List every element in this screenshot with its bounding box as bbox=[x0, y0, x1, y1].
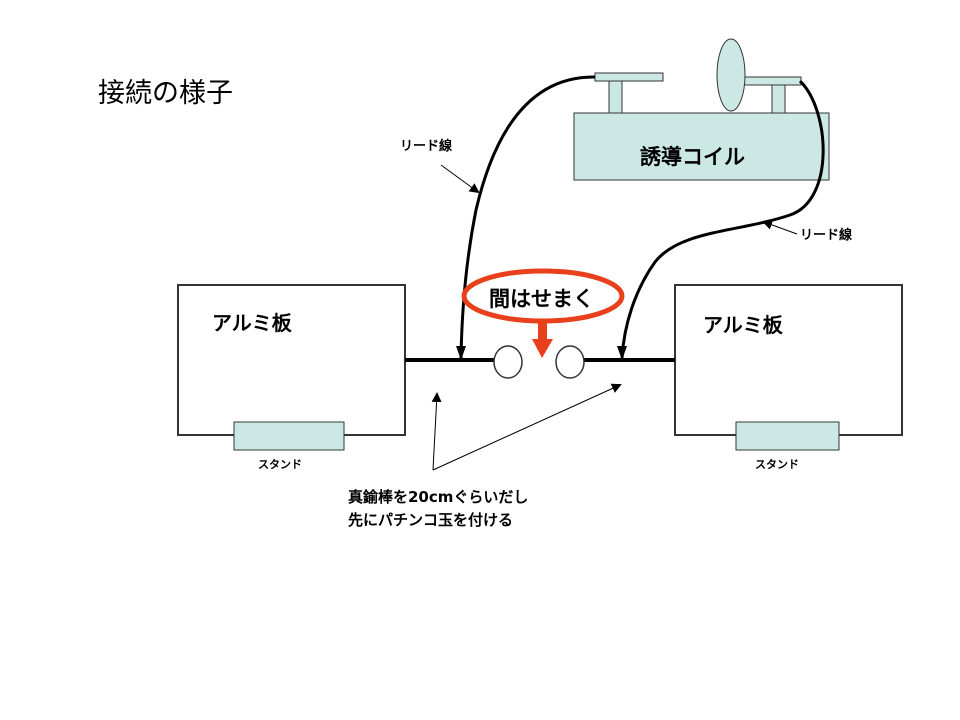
lead-wire-label-left: リード線 bbox=[400, 138, 453, 154]
aluminum-plate-right bbox=[674, 284, 903, 436]
lead-wire-label-right: リード線 bbox=[800, 227, 853, 243]
note-pointer-left bbox=[431, 392, 442, 471]
aluminum-plate-left bbox=[177, 284, 406, 436]
note-line-2: 先にパチンコ玉を付ける bbox=[348, 511, 513, 529]
left-terminal-bar bbox=[594, 72, 664, 82]
stand-left-label: スタンド bbox=[258, 458, 302, 471]
induction-coil-label: 誘導コイル bbox=[640, 145, 745, 169]
gap-arrow-shaft bbox=[538, 322, 547, 340]
note-pointer-right bbox=[432, 383, 622, 471]
induction-coil-box bbox=[573, 112, 830, 181]
right-terminal-bar bbox=[743, 76, 802, 86]
lead-wire-right bbox=[620, 79, 825, 359]
aluminum-plate-left-label: アルミ板 bbox=[212, 311, 293, 335]
page-title: 接続の様子 bbox=[98, 78, 233, 109]
lead-wire-pointer-left bbox=[440, 164, 480, 194]
spark-gap-disc bbox=[716, 38, 746, 112]
lead-wire-right-arrowhead bbox=[617, 346, 627, 360]
pachinko-ball-right bbox=[555, 345, 585, 379]
gap-callout-label: 間はせまく bbox=[489, 287, 594, 311]
lead-wire-left-arrowhead bbox=[456, 346, 466, 360]
stand-right bbox=[735, 421, 840, 451]
lead-wire-pointer-right bbox=[762, 220, 798, 235]
gap-callout-outline bbox=[461, 268, 625, 324]
left-terminal-post bbox=[608, 79, 623, 114]
lead-wire-left bbox=[459, 75, 596, 359]
stand-left bbox=[233, 421, 345, 451]
aluminum-plate-right-label: アルミ板 bbox=[703, 313, 784, 337]
pachinko-ball-left bbox=[493, 345, 523, 379]
gap-arrow-head bbox=[532, 339, 553, 358]
stand-right-label: スタンド bbox=[755, 458, 799, 471]
note-line-1: 真鍮棒を20cmぐらいだし bbox=[348, 488, 528, 506]
